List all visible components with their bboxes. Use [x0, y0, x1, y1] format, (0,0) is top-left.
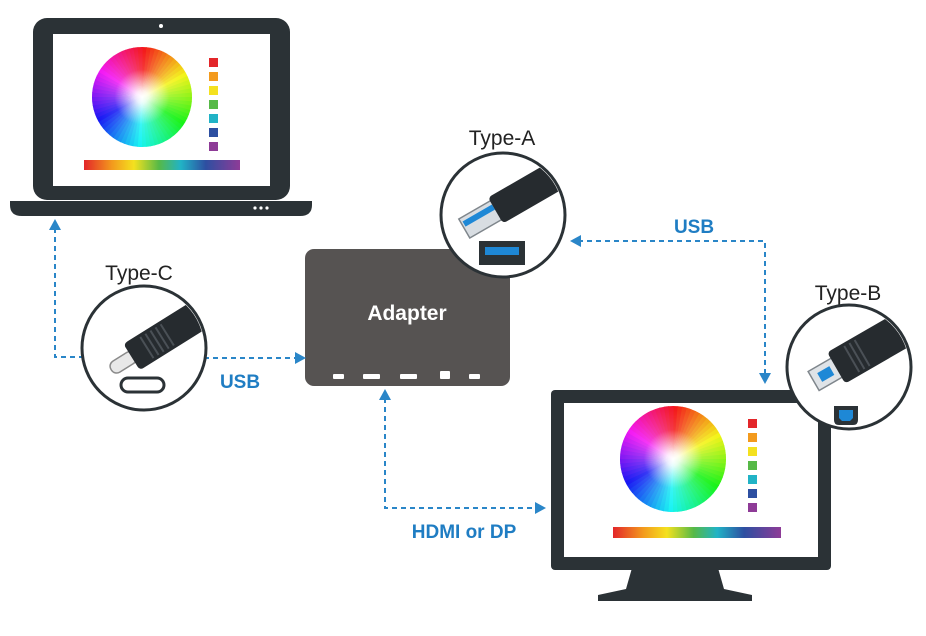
usb-b-port-icon [834, 406, 858, 425]
monitor-icon [551, 390, 831, 601]
arrowheads [49, 219, 771, 514]
type-a-label: Type-A [469, 127, 536, 150]
usb-type-a-connector-icon [439, 151, 567, 279]
usb-right-label: USB [674, 217, 714, 238]
laptop-icon [10, 18, 312, 216]
type-b-label: Type-B [815, 282, 882, 305]
adapter-box-icon [305, 249, 510, 386]
color-wheel-icon [619, 405, 727, 513]
color-wheel-center-fade [92, 47, 192, 147]
laptop-to-type-c-line [54, 228, 85, 358]
color-wheel-icon [91, 46, 193, 148]
usb-type-b-connector-icon [785, 303, 913, 431]
color-spectrum-bar [84, 160, 240, 170]
hdmi-or-dp-label: HDMI or DP [412, 522, 517, 543]
color-spectrum-bar [613, 527, 781, 538]
color-wheel-center-fade [620, 406, 726, 512]
usb-type-c-connector-icon [80, 284, 208, 412]
color-swatch-column [209, 58, 218, 151]
color-swatch-column [748, 419, 757, 512]
usb-left-label: USB [220, 372, 260, 393]
type-c-label: Type-C [105, 262, 173, 285]
usb-c-port-icon [119, 376, 166, 394]
type-a-to-type-b-line [578, 240, 766, 376]
adapter-label: Adapter [367, 302, 446, 325]
usb-a-port-icon [479, 241, 525, 265]
connection-lines [54, 228, 766, 509]
adapter-to-monitor-line [384, 398, 539, 509]
